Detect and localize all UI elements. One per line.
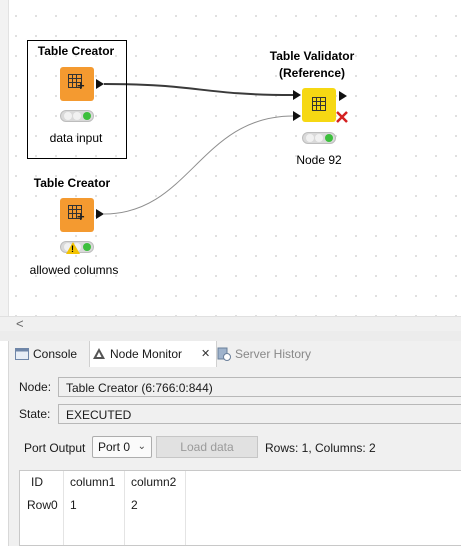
node-label-data-input[interactable]: data input — [49, 131, 103, 145]
input-port-validator-2[interactable] — [293, 111, 301, 121]
canvas-left-margin — [0, 0, 9, 316]
node-status-validator — [302, 132, 336, 144]
console-icon — [15, 348, 29, 360]
node-title-data-input: Table Creator — [37, 44, 115, 58]
table-cell-row-id[interactable]: Row0 — [27, 498, 58, 512]
node-label-validator[interactable]: Node 92 — [296, 153, 342, 167]
canvas-horizontal-scrollbar[interactable]: < — [0, 316, 461, 331]
server-history-icon — [217, 347, 231, 361]
state-field-value: EXECUTED — [58, 404, 461, 424]
output-port-allowed-columns[interactable] — [96, 209, 104, 219]
state-field-label: State: — [19, 407, 51, 421]
workflow-canvas[interactable]: Table Creator + data input Table Creator… — [0, 0, 461, 316]
tab-server-history-label: Server History — [235, 347, 312, 361]
chevron-down-icon: ⌄ — [137, 441, 146, 452]
node-status-data-input — [60, 110, 94, 122]
table-validator-node[interactable] — [302, 88, 336, 122]
node-selection-box — [27, 40, 127, 159]
table-column-divider — [124, 471, 125, 545]
node-monitor-content: Node: Table Creator (6:766:0:844) State:… — [9, 367, 461, 546]
node-field-label: Node: — [19, 380, 52, 394]
warning-icon — [66, 242, 80, 254]
connection-data-input[interactable] — [103, 83, 294, 96]
table-cell-column2[interactable]: 2 — [131, 498, 138, 512]
plus-icon: + — [77, 209, 85, 224]
tab-server-history[interactable]: Server History — [215, 341, 325, 367]
table-grid-icon — [68, 205, 82, 219]
data-table[interactable]: ID column1 column2 Row0 1 2 — [19, 470, 461, 546]
warning-mark: ! — [71, 244, 74, 254]
port-select-value: Port 0 — [98, 440, 131, 454]
scroll-left-arrow-icon[interactable]: < — [16, 316, 24, 331]
node-field-value: Table Creator (6:766:0:844) — [58, 377, 461, 397]
table-header-column1[interactable]: column1 — [70, 475, 116, 489]
node-monitor-icon — [93, 348, 105, 359]
table-header-id[interactable]: ID — [31, 475, 43, 489]
table-header-column2[interactable]: column2 — [131, 475, 177, 489]
node-label-allowed-columns[interactable]: allowed columns — [29, 263, 119, 277]
table-cell-column1[interactable]: 1 — [70, 498, 77, 512]
close-icon[interactable]: ✕ — [201, 348, 211, 360]
tab-console-label: Console — [33, 347, 78, 361]
bottom-panel: Console Node Monitor ✕ Server History No… — [8, 341, 461, 546]
tab-node-monitor[interactable]: Node Monitor ✕ — [89, 341, 217, 367]
output-port-data-input[interactable] — [96, 79, 104, 89]
view-tabs: Console Node Monitor ✕ Server History — [9, 341, 461, 367]
node-title-allowed-columns: Table Creator — [33, 176, 111, 190]
table-column-divider — [185, 471, 186, 545]
connections-layer — [103, 83, 294, 215]
port-output-label: Port Output — [24, 441, 86, 455]
table-grid-icon — [68, 74, 82, 88]
panel-separator[interactable] — [0, 331, 461, 341]
table-creator-node-data-input[interactable]: + — [60, 67, 94, 101]
plus-icon: + — [77, 78, 85, 93]
port-select[interactable]: Port 0 ⌄ — [92, 436, 152, 458]
input-port-validator-1[interactable] — [293, 90, 301, 100]
load-data-button[interactable]: Load data — [156, 436, 258, 458]
table-creator-node-allowed-columns[interactable]: + — [60, 198, 94, 232]
tab-console[interactable]: Console — [15, 341, 91, 367]
node-title-validator-line2: (Reference) — [278, 66, 346, 80]
table-column-divider — [63, 471, 64, 545]
node-title-validator-line1: Table Validator — [269, 49, 355, 63]
failure-port-icon[interactable] — [335, 110, 349, 124]
rows-columns-info: Rows: 1, Columns: 2 — [265, 441, 376, 455]
tab-node-monitor-label: Node Monitor — [110, 347, 183, 361]
table-grid-icon — [312, 97, 326, 111]
connection-allowed-columns[interactable] — [103, 115, 294, 215]
output-port-validator[interactable] — [339, 91, 347, 101]
